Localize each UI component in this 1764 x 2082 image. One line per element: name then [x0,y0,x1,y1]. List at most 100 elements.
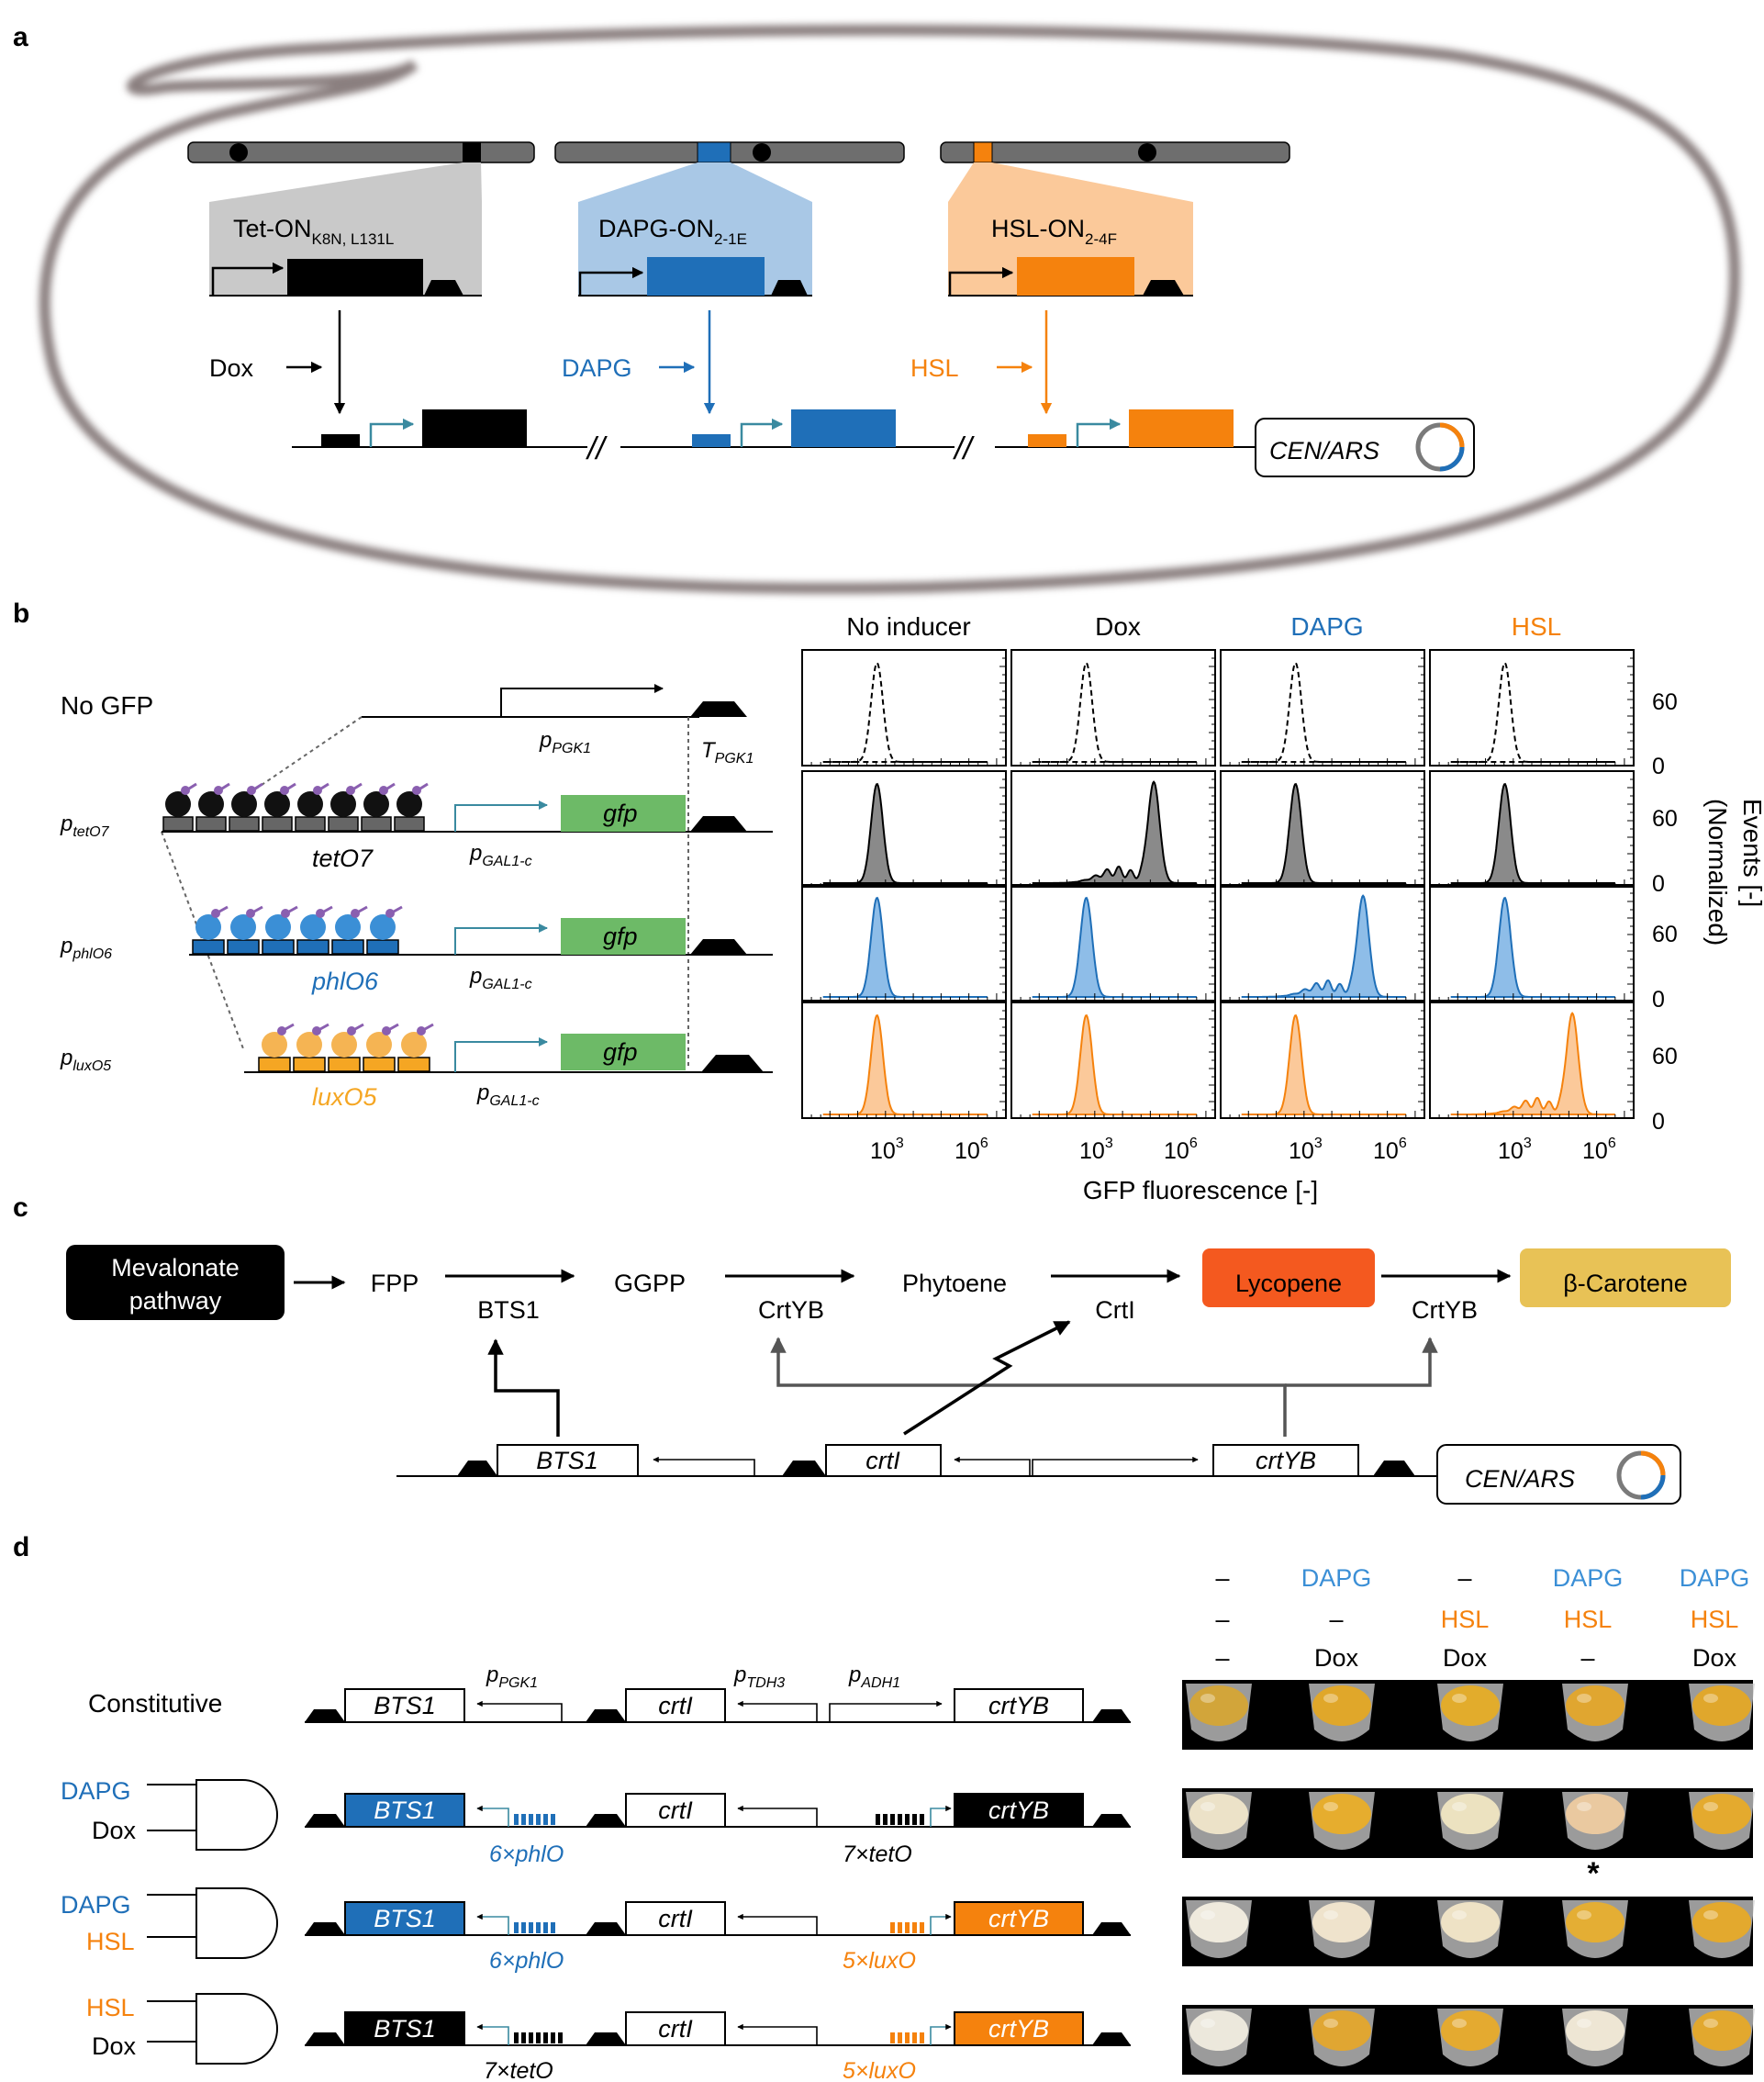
gene-label-crti: crtI [658,1905,693,1932]
xtick-base-3: 10 [1079,1138,1105,1164]
break-mark-1: // [586,431,608,466]
operator-mark [558,2032,563,2043]
svg-text:pluxO5: pluxO5 [60,1046,111,1074]
xtick-base-6: 10 [1373,1138,1399,1164]
op-label-r3-1: 7×tetO [484,2058,553,2082]
cond3-dox: – [1580,1644,1594,1672]
row-label-no-gfp: No GFP [61,691,153,720]
ytick-0-r1: 0 [1652,754,1665,779]
inducer-tail [218,905,229,913]
operator-mark [551,1814,555,1825]
promoter-arrow [737,1700,818,1722]
pellet-highlight [1323,1910,1338,1920]
luxo5-p: p [60,1046,73,1070]
operator-mark [905,1922,910,1933]
inducer-hsl: HSL [910,354,959,382]
operator-mark [890,1922,895,1933]
panel-a: a Tet-ONK8N, L131L [13,22,1741,594]
svg-text:103: 103 [1079,1136,1113,1164]
pellet-highlight [1703,1910,1718,1920]
inducer-tail [358,905,368,913]
op-teto7: tetO7 [312,845,374,872]
panel-d-label: d [13,1532,29,1562]
enzyme-crtyb-2: CrtYB [1412,1296,1478,1324]
histogram-2-0 [822,896,988,998]
promoter-arrow [476,2023,509,2045]
inducer-tail [253,905,263,913]
repressor-body [363,791,389,817]
svg-text:103: 103 [1289,1136,1323,1164]
terminator [305,2032,345,2045]
xtick-exp-5: 3 [1314,1136,1323,1151]
hsl-name-sub: 2-4F [1085,230,1117,248]
operator-mark [876,1814,880,1825]
pellet-highlight [1200,1694,1215,1703]
panel-c: c Mevalonate pathway FPP BTS1 GGPP CrtYB… [13,1192,1731,1505]
operator-box [229,816,260,832]
gate-body [195,1779,278,1851]
cell-pellet [1441,1685,1500,1726]
repressor-body [330,791,356,817]
inducer-molecule [382,1026,391,1035]
inducer-molecule [281,909,290,918]
svg-text:106: 106 [1582,1136,1616,1164]
operator-box [295,816,326,832]
cond3-dapg: DAPG [1553,1564,1624,1592]
operator-mark [521,1922,526,1933]
operator-mark [898,2032,902,2043]
operator-mark [912,1814,917,1825]
hist-frame [1429,1002,1635,1119]
gene-box-crtyb [954,1793,1084,1828]
operator-mark [514,2032,519,2043]
teto7-sub: tetO7 [73,824,109,840]
panel-c-label: c [13,1192,28,1223]
plasmid-c-label: CEN/ARS [1465,1465,1575,1493]
repressor-body [297,791,323,817]
gene-box-crti [625,2011,726,2046]
cassette-dapg: DAPG-ON2-1E DAPG [562,215,955,448]
hist-frame [801,770,1007,888]
operator-mark [890,1814,895,1825]
col-header-3: HSL [1512,612,1561,641]
tpgk1-sub: PGK1 [715,751,754,767]
gene-crtyb-c: crtYB [1256,1447,1316,1474]
pgk1-p: p [539,728,552,753]
gal-sub-1: GAL1-c [482,854,531,869]
svg-text:Tet-ONK8N, L131L: Tet-ONK8N, L131L [233,215,394,248]
cell-pellet [1692,1902,1751,1942]
promoter-arrow [476,1913,509,1935]
svg-text:pADH1: pADH1 [848,1662,900,1691]
gene-box-bts1 [344,1688,465,1723]
pellet-highlight [1452,2019,1467,2028]
col-header-2: DAPG [1290,612,1363,641]
operator-box [361,816,392,832]
prom-pgk1-sub: PGK1 [498,1675,538,1691]
histogram-3-0 [822,1013,988,1115]
operator-mark [883,1814,888,1825]
gfp-1: gfp [603,800,638,827]
pellet-highlight [1577,1802,1591,1811]
metab-carotene: β-Carotene [1563,1270,1688,1297]
construct-teto7: ptetO7 gfp tetO7 pGAL1-c [60,782,773,872]
inducer-tail [221,782,230,790]
op-label-r2-1: 6×phlO [489,1948,564,1974]
tet-name: Tet-ON [233,215,312,242]
repressor-body [300,914,326,940]
cond4-dapg: DAPG [1680,1564,1750,1592]
ytick-0-r4: 0 [1652,1109,1665,1135]
pellet-highlight [1323,1802,1338,1811]
gene-label-crti: crtI [658,2015,693,2043]
inducer-molecule [347,1026,356,1035]
op-label-r1-2: 7×tetO [843,1841,912,1867]
inducer-dox: Dox [209,354,254,382]
cond4-dox: Dox [1692,1644,1737,1672]
operator-mark [543,1814,548,1825]
svg-text:106: 106 [1164,1136,1198,1164]
cond0-dox: – [1215,1644,1229,1672]
operator-box [262,816,293,832]
gene-label-crti: crtI [658,1797,693,1824]
operator-mark [536,1814,541,1825]
plasmid-c: CEN/ARS [1436,1444,1681,1505]
inducer-tail [320,782,329,790]
hist-frame [1220,649,1425,767]
